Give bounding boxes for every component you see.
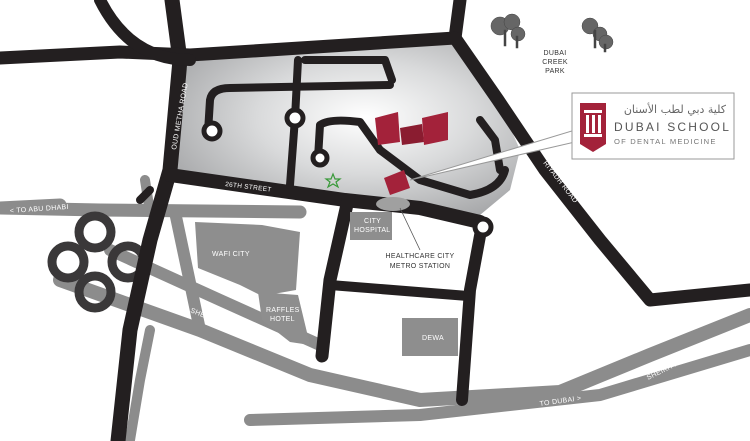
buildings	[195, 212, 458, 356]
city-hospital-label-line1: CITY	[364, 218, 381, 225]
roundabouts	[201, 107, 494, 238]
park-label-line2: CREEK	[542, 59, 568, 66]
dewa-block	[402, 318, 458, 356]
callout-arabic-name: كلية دبي لطب الأسنان	[624, 102, 727, 116]
to-abu-dhabi-label: < TO ABU DHABI	[10, 204, 69, 215]
healthcare-city-district	[176, 38, 520, 215]
dental-school-buildings	[375, 112, 448, 195]
star-icon	[324, 172, 342, 189]
metro-station-label-line1: HEALTHCARE CITY	[386, 253, 455, 260]
park-label-line1: DUBAI	[544, 50, 567, 57]
city-hospital-block	[350, 212, 392, 240]
metro-station-label-line2: METRO STATION	[390, 263, 450, 270]
dental-school-crest-icon	[580, 103, 606, 152]
metro-leader-line	[399, 207, 421, 251]
wafi-city-block	[195, 222, 300, 296]
dewa-label: DEWA	[422, 335, 444, 342]
raffles-hotel-block	[258, 292, 310, 345]
cloverleaf-interchange	[47, 211, 149, 313]
metro-station-marker	[376, 197, 410, 211]
callout-school-name: DUBAI SCHOOL	[614, 120, 731, 134]
park-label-line3: PARK	[545, 68, 565, 75]
raffles-label-line1: RAFFLES	[266, 307, 300, 314]
wafi-city-label: WAFI CITY	[212, 251, 250, 258]
tree-icon	[490, 13, 614, 53]
city-hospital-label-line2: HOSPITAL	[354, 227, 391, 234]
callout-school-subtitle: OF DENTAL MEDICINE	[614, 137, 717, 146]
raffles-label-line2: HOTEL	[270, 316, 295, 323]
